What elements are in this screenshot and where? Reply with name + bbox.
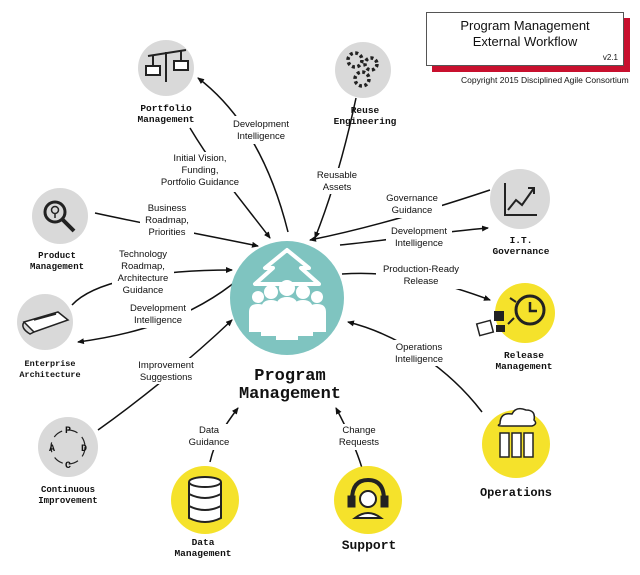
edge-label-business-roadmap: Business bbox=[148, 203, 187, 214]
edge-label-improvement: Improvement bbox=[138, 360, 194, 371]
edge-label-dev-intel-ea: Development bbox=[130, 303, 186, 314]
center-title-line-2: Management bbox=[239, 385, 341, 404]
svg-text:Support: Support bbox=[342, 538, 397, 553]
node-label-data: Data bbox=[192, 537, 215, 548]
svg-text:Operations: Operations bbox=[480, 486, 552, 500]
pdca-c: C bbox=[65, 461, 71, 472]
node-label-continuous: Continuous bbox=[41, 485, 95, 495]
gears-icon bbox=[346, 51, 379, 88]
edge-label-tech-roadmap: Technology bbox=[119, 249, 167, 260]
operations-node: Operations bbox=[480, 407, 552, 500]
version-label: v2.1 bbox=[602, 53, 618, 62]
node-label-enterprise: Enterprise bbox=[24, 359, 75, 369]
headset-icon bbox=[347, 477, 389, 519]
edge-label-dev-intel-portfolio: Development bbox=[233, 119, 289, 130]
blueprint-icon bbox=[22, 311, 70, 335]
copyright-text: Copyright 2015 Disciplined Agile Consort… bbox=[461, 75, 629, 85]
edge-label-initial-vision: Initial Vision, bbox=[173, 153, 226, 164]
edge-label-reusable-assets: Reusable bbox=[317, 170, 357, 181]
pdca-d: D bbox=[81, 444, 87, 455]
support-node: Support bbox=[334, 466, 402, 553]
node-label-product: Product bbox=[38, 251, 76, 261]
title-box: Program Management External Workflow v2.… bbox=[426, 12, 624, 66]
node-label-release: Release bbox=[504, 350, 544, 361]
node-label-portfolio: Portfolio bbox=[140, 103, 192, 114]
edge-label-governance-guidance: Governance bbox=[386, 193, 438, 204]
title-line-2: External Workflow bbox=[472, 34, 578, 49]
chart-up-icon bbox=[504, 183, 537, 216]
scales-icon bbox=[145, 49, 189, 82]
node-label-it-governance: I.T. bbox=[510, 235, 533, 246]
pdca-p: P bbox=[65, 426, 71, 437]
edge-label-change-requests: Change bbox=[342, 425, 375, 436]
center-title-line-1: Program bbox=[254, 367, 325, 386]
edge-label-production-ready: Production-Ready bbox=[383, 264, 459, 275]
title-line-1: Program Management bbox=[460, 18, 590, 33]
node-label-reuse: Reuse bbox=[351, 105, 380, 116]
pdca-a: A bbox=[49, 444, 55, 455]
it-governance-node: I.T.Governance bbox=[490, 169, 550, 257]
release-clock-icon bbox=[475, 294, 546, 337]
magnifier-icon bbox=[43, 200, 76, 233]
node-label-operations: Operations bbox=[480, 486, 552, 500]
svg-text:Initial Vision,Funding,Portfol: Initial Vision,Funding,Portfolio Guidanc… bbox=[161, 153, 239, 188]
edge-label-dev-intel-it: Development bbox=[391, 226, 447, 237]
edge-label-operations-intel: Operations bbox=[396, 342, 443, 353]
database-icon bbox=[188, 476, 222, 523]
servers-cloud-icon bbox=[497, 407, 537, 458]
edge-label-data-guidance: Data bbox=[199, 425, 220, 436]
node-label-support: Support bbox=[342, 538, 397, 553]
svg-text:I.T.Governance: I.T.Governance bbox=[492, 235, 549, 257]
arrow-operations-to-pm bbox=[347, 320, 483, 413]
